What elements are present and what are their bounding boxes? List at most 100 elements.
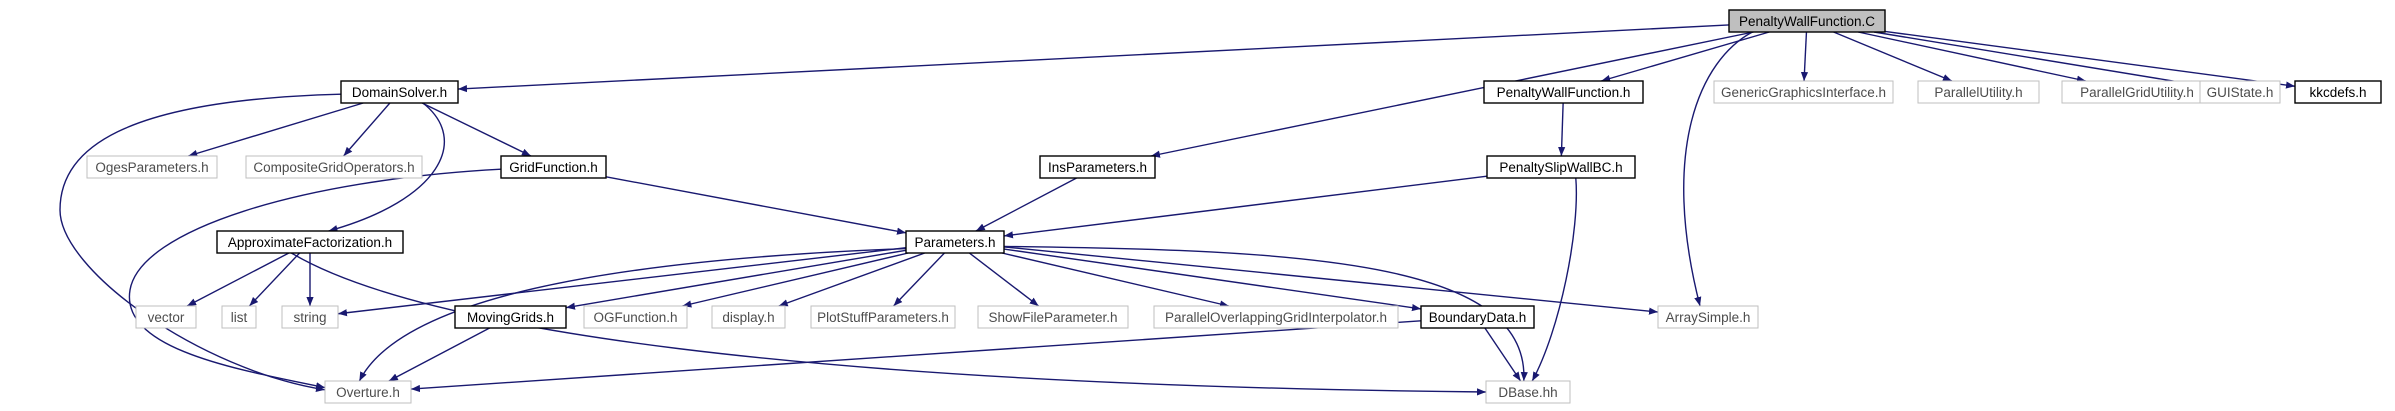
node-parameters[interactable]: Parameters.h [905, 230, 1005, 254]
edge-approxfact-to-vector [186, 252, 290, 307]
node-box [1713, 80, 1894, 104]
node-box [977, 305, 1129, 329]
node-guistate: GUIState.h [2199, 80, 2281, 104]
node-box [86, 155, 218, 179]
node-box [324, 380, 412, 404]
node-label: BoundaryData.h [1429, 310, 1527, 325]
node-label: ParallelGridUtility.h [2080, 85, 2194, 100]
node-pogi: ParallelOverlappingGridInterpolator.h [1153, 305, 1399, 329]
node-box [583, 305, 688, 329]
node-pwf_h[interactable]: PenaltyWallFunction.h [1483, 80, 1644, 104]
edge-parameters-to-arraysimple [1003, 246, 1659, 315]
node-label: PlotStuffParameters.h [817, 310, 949, 325]
node-box [2294, 80, 2382, 104]
node-insparams[interactable]: InsParameters.h [1039, 155, 1156, 179]
edge-gridfunction-to-overture [128, 168, 502, 390]
node-label: ShowFileParameter.h [988, 310, 1117, 325]
edge-root-to-parallelutil [1833, 31, 1953, 82]
node-string: string [281, 305, 339, 329]
node-box [216, 230, 404, 254]
node-label: PenaltyWallFunction.C [1739, 14, 1875, 29]
node-label: OGFunction.h [593, 310, 677, 325]
edge-boundarydata-to-dbase [1484, 327, 1522, 382]
node-label: Overture.h [336, 385, 400, 400]
edge-approxfact-to-list [248, 252, 301, 307]
node-domainsolver[interactable]: DomainSolver.h [340, 80, 459, 104]
node-approxfact[interactable]: ApproximateFactorization.h [216, 230, 404, 254]
node-boundarydata[interactable]: BoundaryData.h [1420, 305, 1535, 329]
node-label: PenaltyWallFunction.h [1497, 85, 1631, 100]
edge-parameters-to-string [337, 247, 907, 317]
edge-domainsolver-to-gridfunction [421, 102, 532, 157]
node-box [1485, 380, 1571, 404]
edge-domainsolver-to-approxfact [328, 102, 446, 233]
node-parallelgridutil: ParallelGridUtility.h [2061, 80, 2213, 104]
edge-parameters-to-movinggrids [565, 249, 907, 310]
node-label: display.h [722, 310, 774, 325]
node-ogfunction: OGFunction.h [583, 305, 688, 329]
node-box [810, 305, 956, 329]
node-genericgfx: GenericGraphicsInterface.h [1713, 80, 1894, 104]
node-cgops: CompositeGridOperators.h [245, 155, 423, 179]
node-box [500, 155, 607, 179]
node-dbase: DBase.hh [1485, 380, 1571, 404]
edge-parameters-to-boundarydata [1003, 248, 1422, 312]
node-label: ParallelOverlappingGridInterpolator.h [1165, 310, 1387, 325]
node-label: ApproximateFactorization.h [228, 235, 392, 250]
edges-layer [59, 24, 2296, 396]
edge-insparams-to-parameters [975, 177, 1077, 232]
node-label: Parameters.h [914, 235, 995, 250]
node-movinggrids[interactable]: MovingGrids.h [454, 305, 567, 329]
edge-root-to-kkcdefs [1884, 30, 2296, 89]
node-gridfunction[interactable]: GridFunction.h [500, 155, 607, 179]
edge-parameters-to-ogfunction [682, 252, 909, 308]
node-label: PenaltySlipWallBC.h [1499, 160, 1622, 175]
edge-movinggrids-to-overture [388, 327, 490, 382]
edge-parameters-to-plotstuff [893, 252, 945, 307]
edge-domainsolver-to-cgops [343, 102, 391, 157]
node-ogesparams: OgesParameters.h [86, 155, 218, 179]
node-kkcdefs[interactable]: kkcdefs.h [2294, 80, 2382, 104]
edge-root-to-genericgfx [1800, 31, 1809, 82]
edge-boundarydata-to-overture [410, 320, 1422, 393]
edge-parameters-to-display [778, 252, 925, 307]
edge-parameters-to-pogi [1001, 252, 1230, 308]
edge-parameters-to-showfile [968, 252, 1040, 307]
node-label: OgesParameters.h [95, 160, 208, 175]
edge-root-to-pwf_h [1601, 31, 1770, 82]
node-label: MovingGrids.h [467, 310, 554, 325]
edge-parameters-to-overture [358, 247, 907, 382]
node-box [1153, 305, 1399, 329]
node-box [1420, 305, 1535, 329]
edge-root-to-parallelgridutil [1857, 31, 2087, 83]
node-label: GridFunction.h [509, 160, 598, 175]
node-display: display.h [711, 305, 786, 329]
edge-penaltyslip-to-dbase [1531, 177, 1578, 382]
node-box [1657, 305, 1759, 329]
node-label: GenericGraphicsInterface.h [1721, 85, 1886, 100]
node-box [221, 305, 257, 329]
node-box [711, 305, 786, 329]
node-label: DomainSolver.h [352, 85, 447, 100]
node-label: kkcdefs.h [2309, 85, 2366, 100]
node-label: string [293, 310, 326, 325]
node-label: InsParameters.h [1048, 160, 1147, 175]
edge-domainsolver-to-ogesparams [188, 102, 364, 157]
node-penaltyslip[interactable]: PenaltySlipWallBC.h [1486, 155, 1636, 179]
node-label: list [231, 310, 248, 325]
node-vector: vector [135, 305, 197, 329]
node-box [2199, 80, 2281, 104]
node-label: DBase.hh [1498, 385, 1557, 400]
node-box [340, 80, 459, 104]
node-overture: Overture.h [324, 380, 412, 404]
node-showfile: ShowFileParameter.h [977, 305, 1129, 329]
node-arraysimple: ArraySimple.h [1657, 305, 1759, 329]
node-root[interactable]: PenaltyWallFunction.C [1728, 9, 1886, 33]
edge-root-to-guistate [1873, 31, 2201, 88]
edge-root-to-domainsolver [457, 24, 1730, 93]
edge-pwf_h-to-penaltyslip [1558, 102, 1566, 157]
node-label: ParallelUtility.h [1934, 85, 2022, 100]
edge-root-to-arraysimple [1683, 31, 1753, 307]
